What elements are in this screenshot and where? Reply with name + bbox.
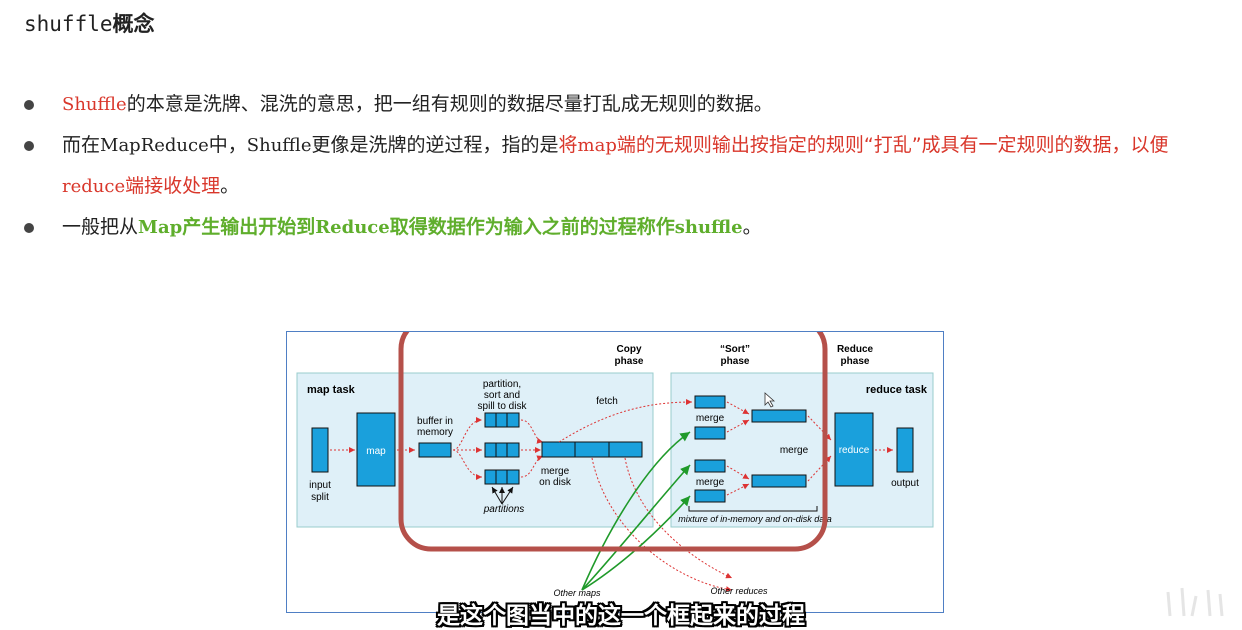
copy-phase-label-1: Copy [617,344,642,355]
copy-phase-label-2: phase [615,356,644,367]
arrow [491,486,503,505]
arrow [726,401,750,415]
mixture-label: mixture of in-memory and on-disk data [678,514,832,524]
arrow [581,464,691,591]
highlight-box [398,332,828,552]
bullet-segment: map [577,135,617,156]
bullet-segment: 端的无规则输出按指定的规则“打乱”成具有一定规则的数据，以便 [616,134,1169,156]
merge-on-disk-label-2: on disk [539,477,572,488]
partition-label-2: sort and [484,390,520,401]
bullet-dot-icon [24,100,34,110]
shuffle-diagram-svg: Copy phase “Sort” phase Reduce phase map… [296,332,934,598]
bullet-segment: Map [138,217,183,238]
subtitle-caption: 是这个图当中的这一个框起来的过程 [437,603,805,629]
input-split-box [311,427,329,473]
cursor-icon [764,392,776,408]
mixture-bracket [688,506,818,512]
arrow [726,465,750,480]
spill-file-3 [484,469,520,485]
arrow [501,486,514,505]
title-text: 概念 [112,12,155,36]
bullet-segment: 取得数据作为输入之前的过程称作 [389,216,675,238]
buffer-box [418,442,452,458]
bullet-text: 一般把从Map产生输出开始到Reduce取得数据作为输入之前的过程称作shuff… [62,216,762,238]
merge-label: merge [780,445,809,456]
map-box [356,412,396,487]
output-label: output [891,478,919,489]
bullet-segment: 。 [220,175,240,197]
bullet-segment: 产生输出开始到 [182,216,316,238]
bullet-segment: 更像是洗牌的逆过程，指的是 [311,134,559,156]
sort-input-box [694,459,726,473]
arrow [452,449,483,480]
partitions-label: partitions [483,504,525,515]
arrow [520,455,544,478]
bullet-segment: reduce [62,176,126,197]
bullet-dot-icon [24,141,34,151]
arrow [726,419,750,433]
arrow [807,415,832,441]
spill-file-2 [484,442,520,458]
merged-file [541,441,643,458]
merge-label: merge [696,477,725,488]
reduce-phase-label-2: phase [841,356,870,367]
bullet-segment: 将 [558,134,578,156]
sort-merged-box [751,409,807,423]
sort-phase-label-2: phase [721,356,750,367]
map-task-label: map task [307,384,356,396]
bullet-dot-icon [24,223,34,233]
title-code: shuffle [24,12,113,36]
arrow [520,419,544,444]
bullet-text: Shuffle的本意是洗牌、混洗的意思，把一组有规则的数据尽量打乱成无规则的数据… [62,93,773,115]
shuffle-diagram: Copy phase “Sort” phase Reduce phase map… [286,331,944,613]
arrow [726,483,750,496]
bullet-item: Shuffle的本意是洗牌、混洗的意思，把一组有规则的数据尽量打乱成无规则的数据… [24,84,1214,125]
bullet-segment: 而在 [62,134,101,156]
watermark-logo-icon [1166,587,1224,617]
sort-input-box [694,489,726,503]
other-maps-label: Other maps [553,588,601,598]
reduce-box [834,412,874,487]
bullet-segment: Reduce [315,217,390,238]
bullet-segment: MapReduce [100,135,209,156]
bullet-segment: shuffle [674,217,743,238]
sort-merged-box [751,474,807,488]
merge-label: merge [696,413,725,424]
bullet-item: 而在MapReduce中，Shuffle更像是洗牌的逆过程，指的是将map端的无… [24,125,1214,207]
partition-label-3: spill to disk [478,401,528,412]
buffer-label-1: buffer in [417,416,453,427]
sort-phase-label-1: “Sort” [720,344,750,355]
reduce-box-label: reduce [839,445,870,456]
sort-input-box [694,395,726,409]
bullet-segment: 一般把从 [62,216,139,238]
reduce-task-label: reduce task [866,384,928,396]
arrow [581,495,691,591]
slide-title: shuffle概念 [24,8,155,38]
input-split-label-2: split [311,492,329,503]
partition-label-1: partition, [483,379,521,390]
buffer-label-2: memory [417,427,453,438]
input-split-label-1: input [309,480,331,491]
reduce-phase-label-1: Reduce [837,344,874,355]
merge-on-disk-label-1: merge [541,466,570,477]
map-box-label: map [366,446,386,457]
arrow [581,431,691,591]
spill-file-1 [484,412,520,428]
bullet-segment: Shuffle [246,135,312,156]
other-reduces-label: Other reduces [710,586,768,596]
bullet-list: Shuffle的本意是洗牌、混洗的意思，把一组有规则的数据尽量打乱成无规则的数据… [24,84,1214,248]
bullet-segment: 。 [742,216,762,238]
bullet-segment: 端接收处理 [125,175,221,197]
bullet-item: 一般把从Map产生输出开始到Reduce取得数据作为输入之前的过程称作shuff… [24,207,1214,248]
output-box [896,427,914,473]
bullet-text: 而在MapReduce中，Shuffle更像是洗牌的逆过程，指的是将map端的无… [62,134,1169,197]
fetch-label: fetch [596,396,618,407]
bullet-segment: 的本意是洗牌、混洗的意思，把一组有规则的数据尽量打乱成无规则的数据。 [126,93,773,115]
sort-input-box [694,426,726,440]
bullet-segment: 中， [208,134,247,156]
bullet-segment: Shuffle [62,94,127,115]
